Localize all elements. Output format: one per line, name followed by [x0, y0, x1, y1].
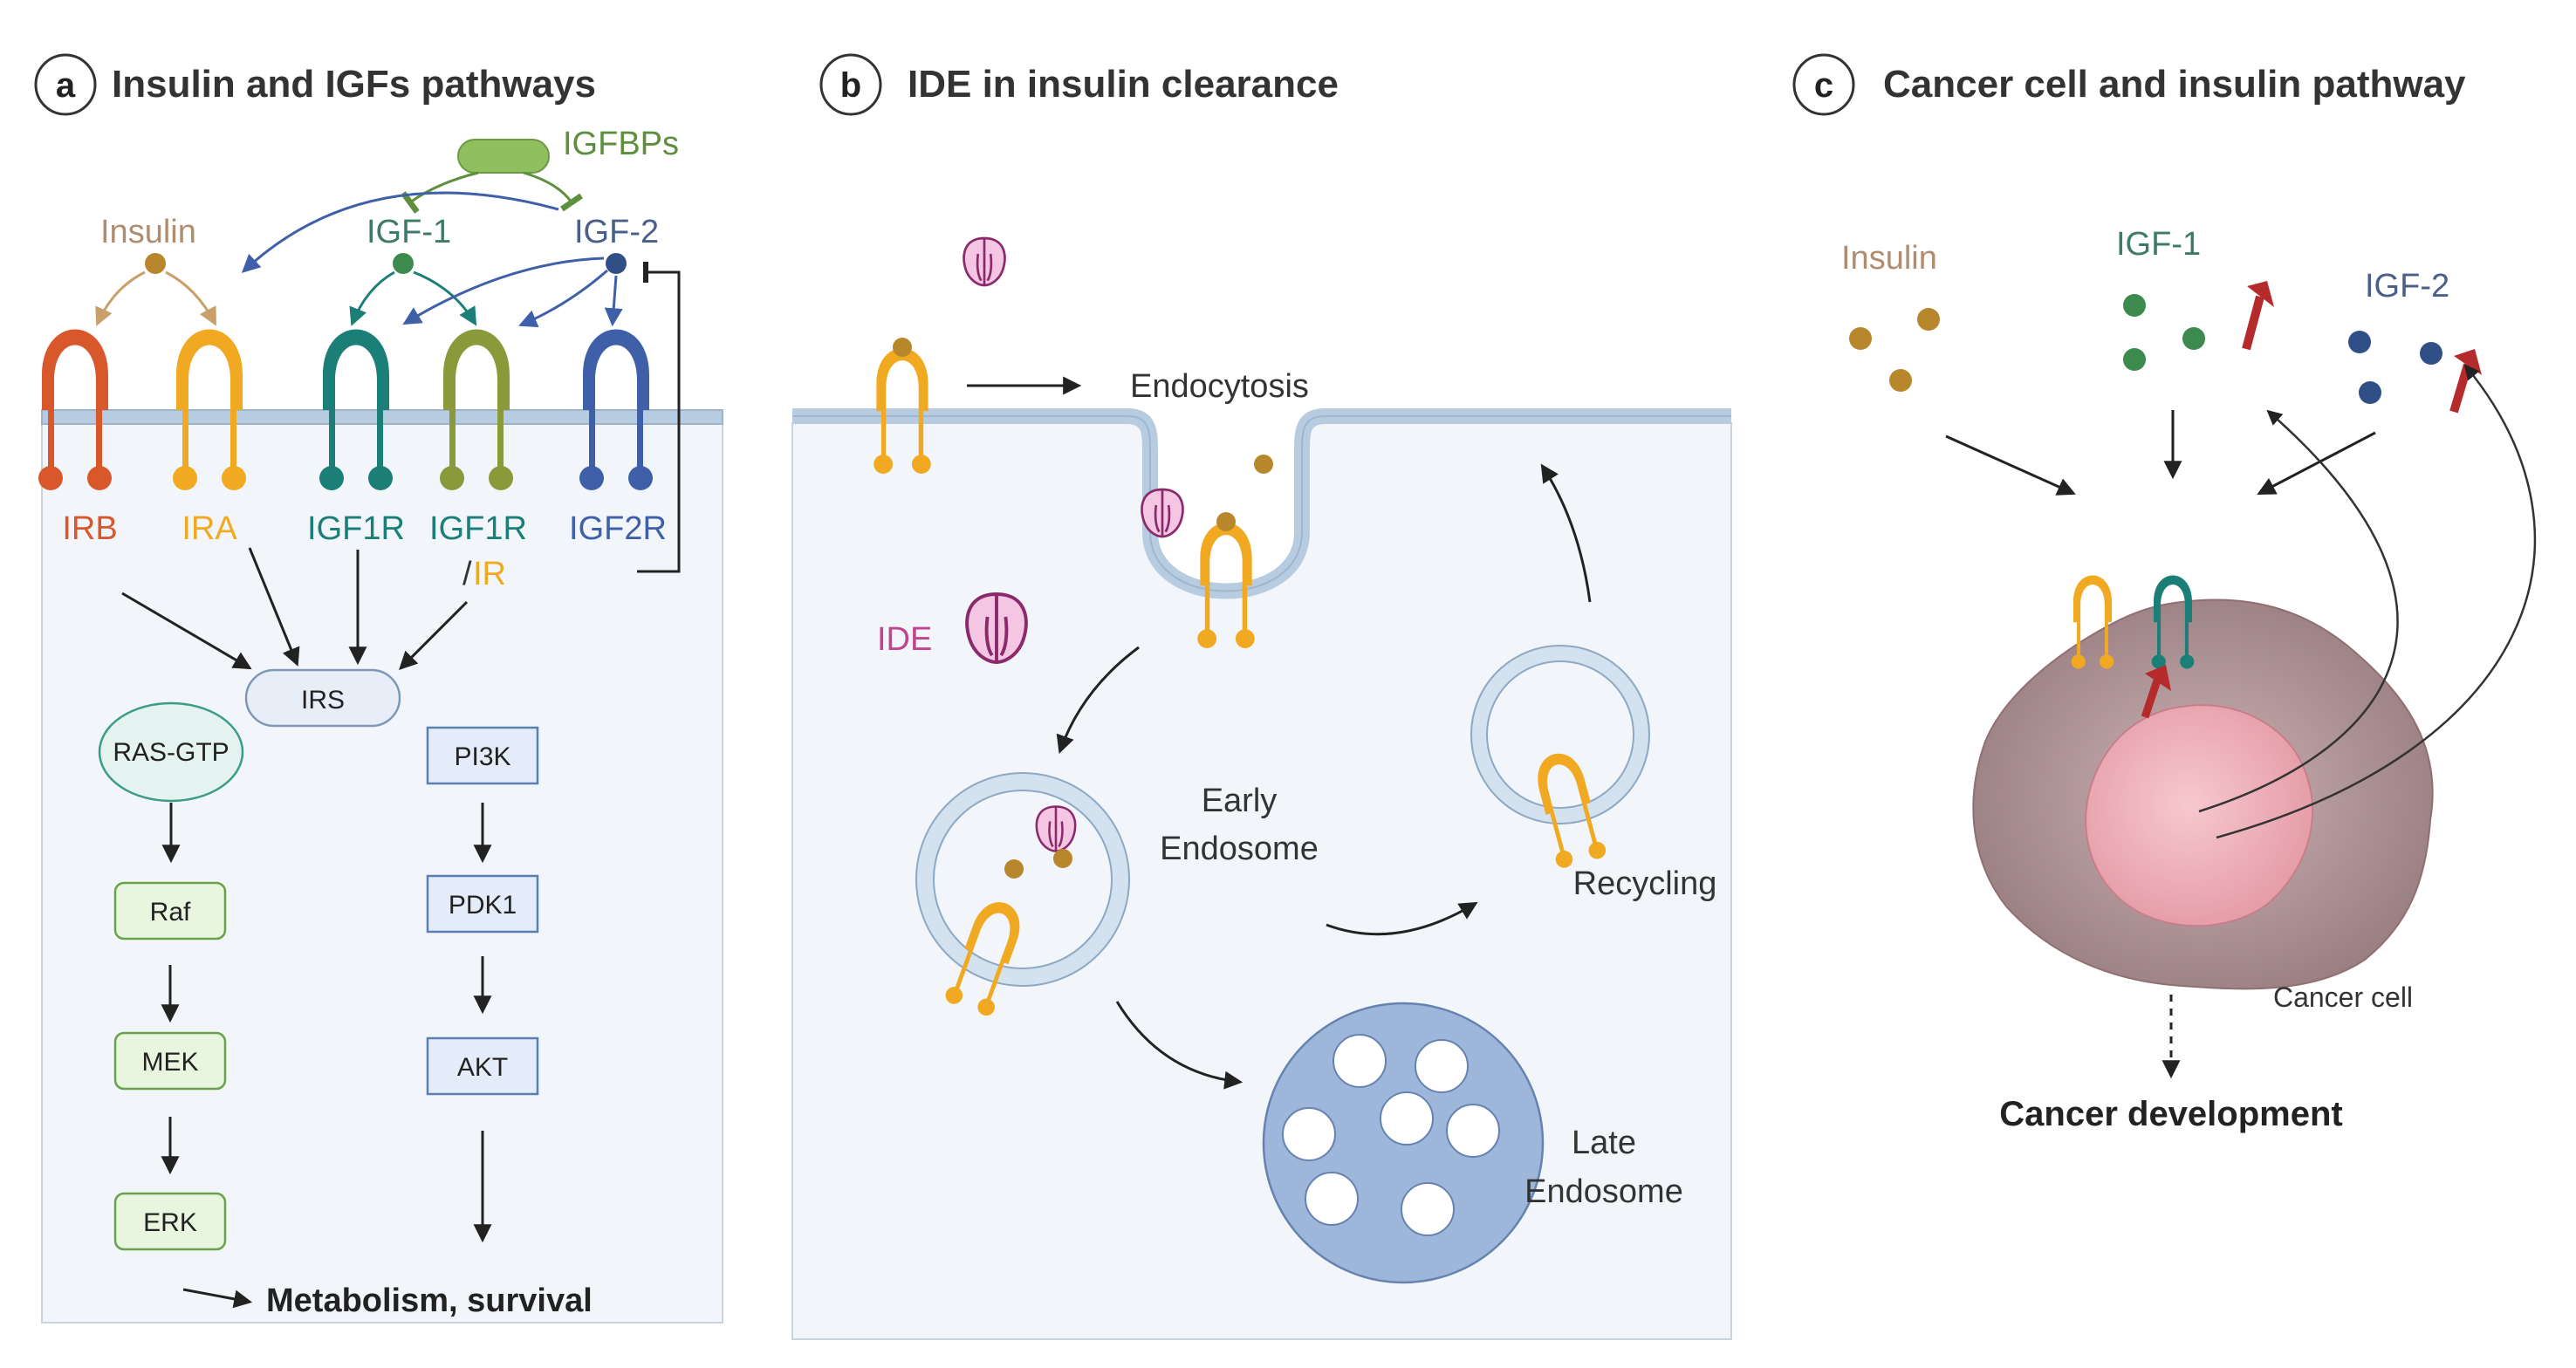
- arrow-irb-irs: [121, 592, 252, 670]
- arrow-insulin-irb: [95, 270, 146, 326]
- mek-node: [113, 1031, 227, 1091]
- pdk1-node: [426, 874, 539, 934]
- panel-b-letter: b: [840, 66, 861, 105]
- panel-b: b IDE in insulin clearance Endocytosis I…: [791, 53, 1732, 1340]
- akt-label: AKT: [457, 1053, 508, 1082]
- ras-gtp-label: RAS-GTP: [113, 738, 229, 767]
- c-insulin-label: Insulin: [1841, 240, 1937, 277]
- early-endosome-label-1: Early: [1202, 783, 1278, 819]
- c-insulin-dots: [1849, 308, 1940, 392]
- panel-c: c Cancer cell and insulin pathway Insuli…: [1792, 53, 2536, 1133]
- raf-label: Raf: [150, 898, 191, 927]
- igf2r-label: IGF2R: [569, 510, 667, 547]
- panel-a-letter-circle: [34, 53, 97, 116]
- igfbp-inhibit-igf1: [401, 171, 479, 214]
- late-endosome-label-2: Endosome: [1524, 1173, 1683, 1210]
- panel-c-letter: c: [1814, 66, 1833, 105]
- panel-a-outcome: Metabolism, survival: [266, 1282, 593, 1319]
- pit-ide-icon: [1141, 488, 1184, 538]
- irs-node: [244, 668, 401, 728]
- igfbp-capsule: [457, 139, 550, 174]
- arrow-erk-outcome: [182, 1288, 253, 1309]
- igfbp-inhibit-igf2: [523, 171, 584, 212]
- erk-node: [113, 1192, 227, 1251]
- irs-label: IRS: [301, 686, 345, 715]
- panel-c-title: Cancer cell and insulin pathway: [1883, 63, 2466, 106]
- early-endosome-ide-icon: [1035, 805, 1077, 852]
- arrow-early-late: [1115, 1001, 1243, 1090]
- panel-a: a Insulin and IGFs pathways IGFBPs Insul…: [34, 53, 723, 1324]
- c-receptor-up-arrow: [2141, 679, 2162, 719]
- c-igf2-label: IGF-2: [2365, 268, 2449, 304]
- raf-node: [113, 881, 227, 940]
- panel-c-letter-circle: [1792, 53, 1855, 116]
- igf2-label: IGF-2: [574, 214, 659, 250]
- akt-node: [426, 1036, 539, 1096]
- c-igf1-label: IGF-1: [2116, 226, 2201, 263]
- late-endosome-vesicles: [1282, 1034, 1500, 1236]
- mek-label: MEK: [141, 1048, 198, 1077]
- early-endosome-insulin-dot-1: [1004, 859, 1024, 879]
- arrow-hybrid-irs: [399, 600, 469, 670]
- pi3k-label: PI3K: [454, 742, 510, 771]
- igf1r-hybrid-label: IGF1R: [429, 510, 527, 547]
- cancer-cell-nucleus: [2085, 704, 2313, 927]
- arrow-igf2-igf1r: [402, 256, 605, 325]
- igf1-label: IGF-1: [367, 214, 451, 250]
- igf2r-sink-bracket: [637, 262, 681, 573]
- insulin-dot: [145, 253, 166, 274]
- cancer-development-label: Cancer development: [1999, 1095, 2342, 1133]
- pit-free-insulin-dot: [1254, 455, 1273, 474]
- panel-a-title: Insulin and IGFs pathways: [112, 63, 596, 106]
- arrow-igf2-hybrid: [518, 269, 608, 328]
- early-endosome-insulin-dot-2: [1053, 849, 1072, 868]
- late-endosome-label-1: Late: [1572, 1125, 1636, 1161]
- surface-insulin-dot: [893, 338, 912, 357]
- cancer-cell-label: Cancer cell: [2273, 982, 2413, 1013]
- igf2-dot: [606, 253, 627, 274]
- ira-label: IRA: [182, 510, 237, 547]
- panel-a-cell: [41, 416, 723, 1324]
- c-feedback-igf1: [2198, 409, 2399, 813]
- erk-label: ERK: [143, 1208, 197, 1237]
- arrow-recycling-membrane: [1540, 463, 1592, 603]
- arrow-insulin-ira: [165, 270, 216, 326]
- arrow-igf1-hybrid: [413, 270, 477, 326]
- arrow-igf2-igf2r: [604, 275, 623, 327]
- arrow-igf2-ira: [241, 191, 559, 273]
- free-ide-icon: [963, 236, 1006, 287]
- igf1r-label: IGF1R: [307, 510, 405, 547]
- arrow-pit-early-endosome: [1056, 646, 1140, 754]
- igf1r-hybrid-ir: IR: [473, 556, 506, 592]
- pdk1-label: PDK1: [449, 891, 517, 920]
- arrow-ira-irs: [248, 547, 300, 667]
- igfbps-label: IGFBPs: [563, 126, 679, 162]
- c-feedback-igf2: [2216, 364, 2536, 839]
- ide-label: IDE: [877, 621, 932, 658]
- igf1-dot: [393, 253, 414, 274]
- igf1r-hybrid-slash: /: [462, 556, 472, 592]
- panel-b-title: IDE in insulin clearance: [908, 63, 1339, 106]
- c-igf2-up-arrow: [2449, 363, 2472, 414]
- irb-label: IRB: [62, 510, 117, 547]
- insulin-label: Insulin: [100, 214, 196, 250]
- endocytosis-label: Endocytosis: [1130, 368, 1309, 405]
- panel-a-letter: a: [56, 66, 76, 105]
- early-endosome-label-2: Endosome: [1160, 831, 1319, 867]
- pi3k-node: [426, 726, 539, 785]
- c-igf2-dots: [2348, 331, 2442, 404]
- ras-gtp-node: [98, 701, 244, 803]
- pit-insulin-dot: [1216, 512, 1236, 531]
- ide-legend-icon: [965, 592, 1028, 664]
- arrow-igf1-igf1r: [349, 270, 395, 326]
- panel-b-letter-circle: [819, 53, 882, 116]
- arrow-early-recycling: [1326, 901, 1478, 936]
- recycling-label: Recycling: [1573, 865, 1717, 902]
- c-arrow-insulin: [1945, 434, 2076, 496]
- c-igf1-up-arrow: [2242, 295, 2264, 351]
- c-arrow-igf2: [2257, 431, 2376, 495]
- c-igf1-dots: [2123, 294, 2205, 371]
